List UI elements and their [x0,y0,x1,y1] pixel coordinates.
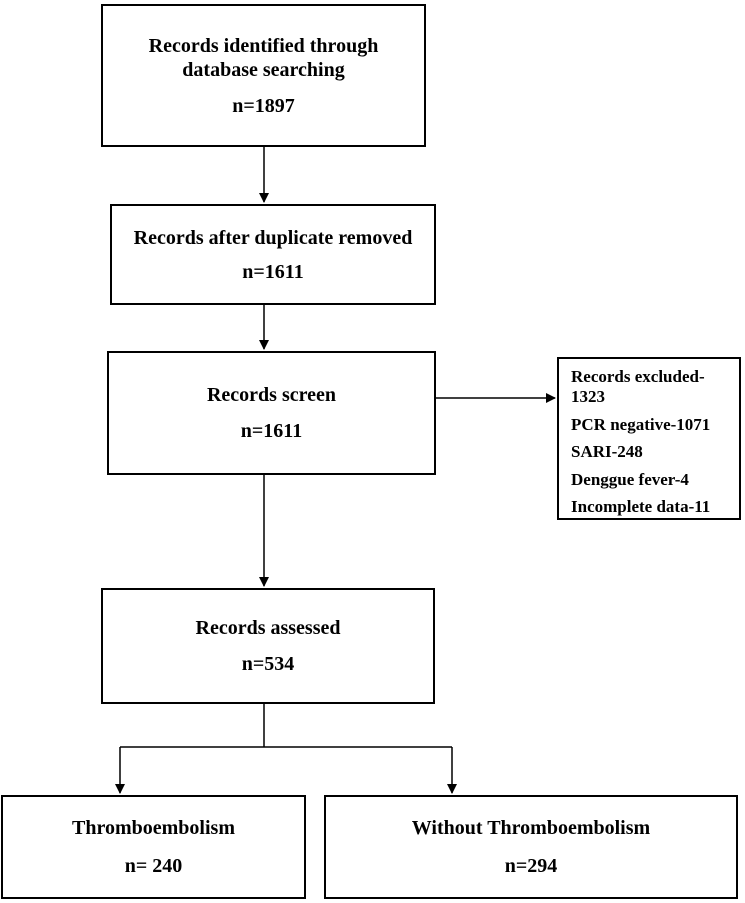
records-after-duplicates-count: n=1611 [242,260,304,283]
excluded-item-sari: SARI-248 [571,442,643,462]
records-assessed-title: Records assessed [195,617,341,639]
thromboembolism-title: Thromboembolism [72,817,235,839]
records-identified-box: Records identified through database sear… [101,4,426,147]
records-screen-box: Records screen n=1611 [107,351,436,475]
without-thromboembolism-box: Without Thromboembolism n=294 [324,795,738,899]
records-excluded-title: Records excluded-1323 [571,367,705,407]
without-thromboembolism-title: Without Thromboembolism [411,817,651,839]
excluded-item-denggue-fever: Denggue fever-4 [571,469,689,489]
thromboembolism-count: n= 240 [124,855,183,877]
records-identified-title-line1: Records identified through [148,34,379,57]
excluded-item-pcr-negative: PCR negative-1071 [571,414,711,434]
records-assessed-count: n=534 [241,653,295,675]
records-excluded-box: Records excluded-1323 PCR negative-1071 … [557,357,741,520]
excluded-item-incomplete-data: Incomplete data-11 [571,496,711,516]
records-assessed-box: Records assessed n=534 [101,588,435,704]
records-identified-count: n=1897 [232,94,295,117]
records-identified-title-line2: database searching [182,58,345,81]
records-after-duplicates-title: Records after duplicate removed [133,226,413,249]
records-screen-count: n=1611 [240,420,303,442]
records-after-duplicates-box: Records after duplicate removed n=1611 [110,204,436,305]
without-thromboembolism-count: n=294 [504,855,558,877]
thromboembolism-box: Thromboembolism n= 240 [1,795,306,899]
records-screen-title: Records screen [206,384,337,406]
